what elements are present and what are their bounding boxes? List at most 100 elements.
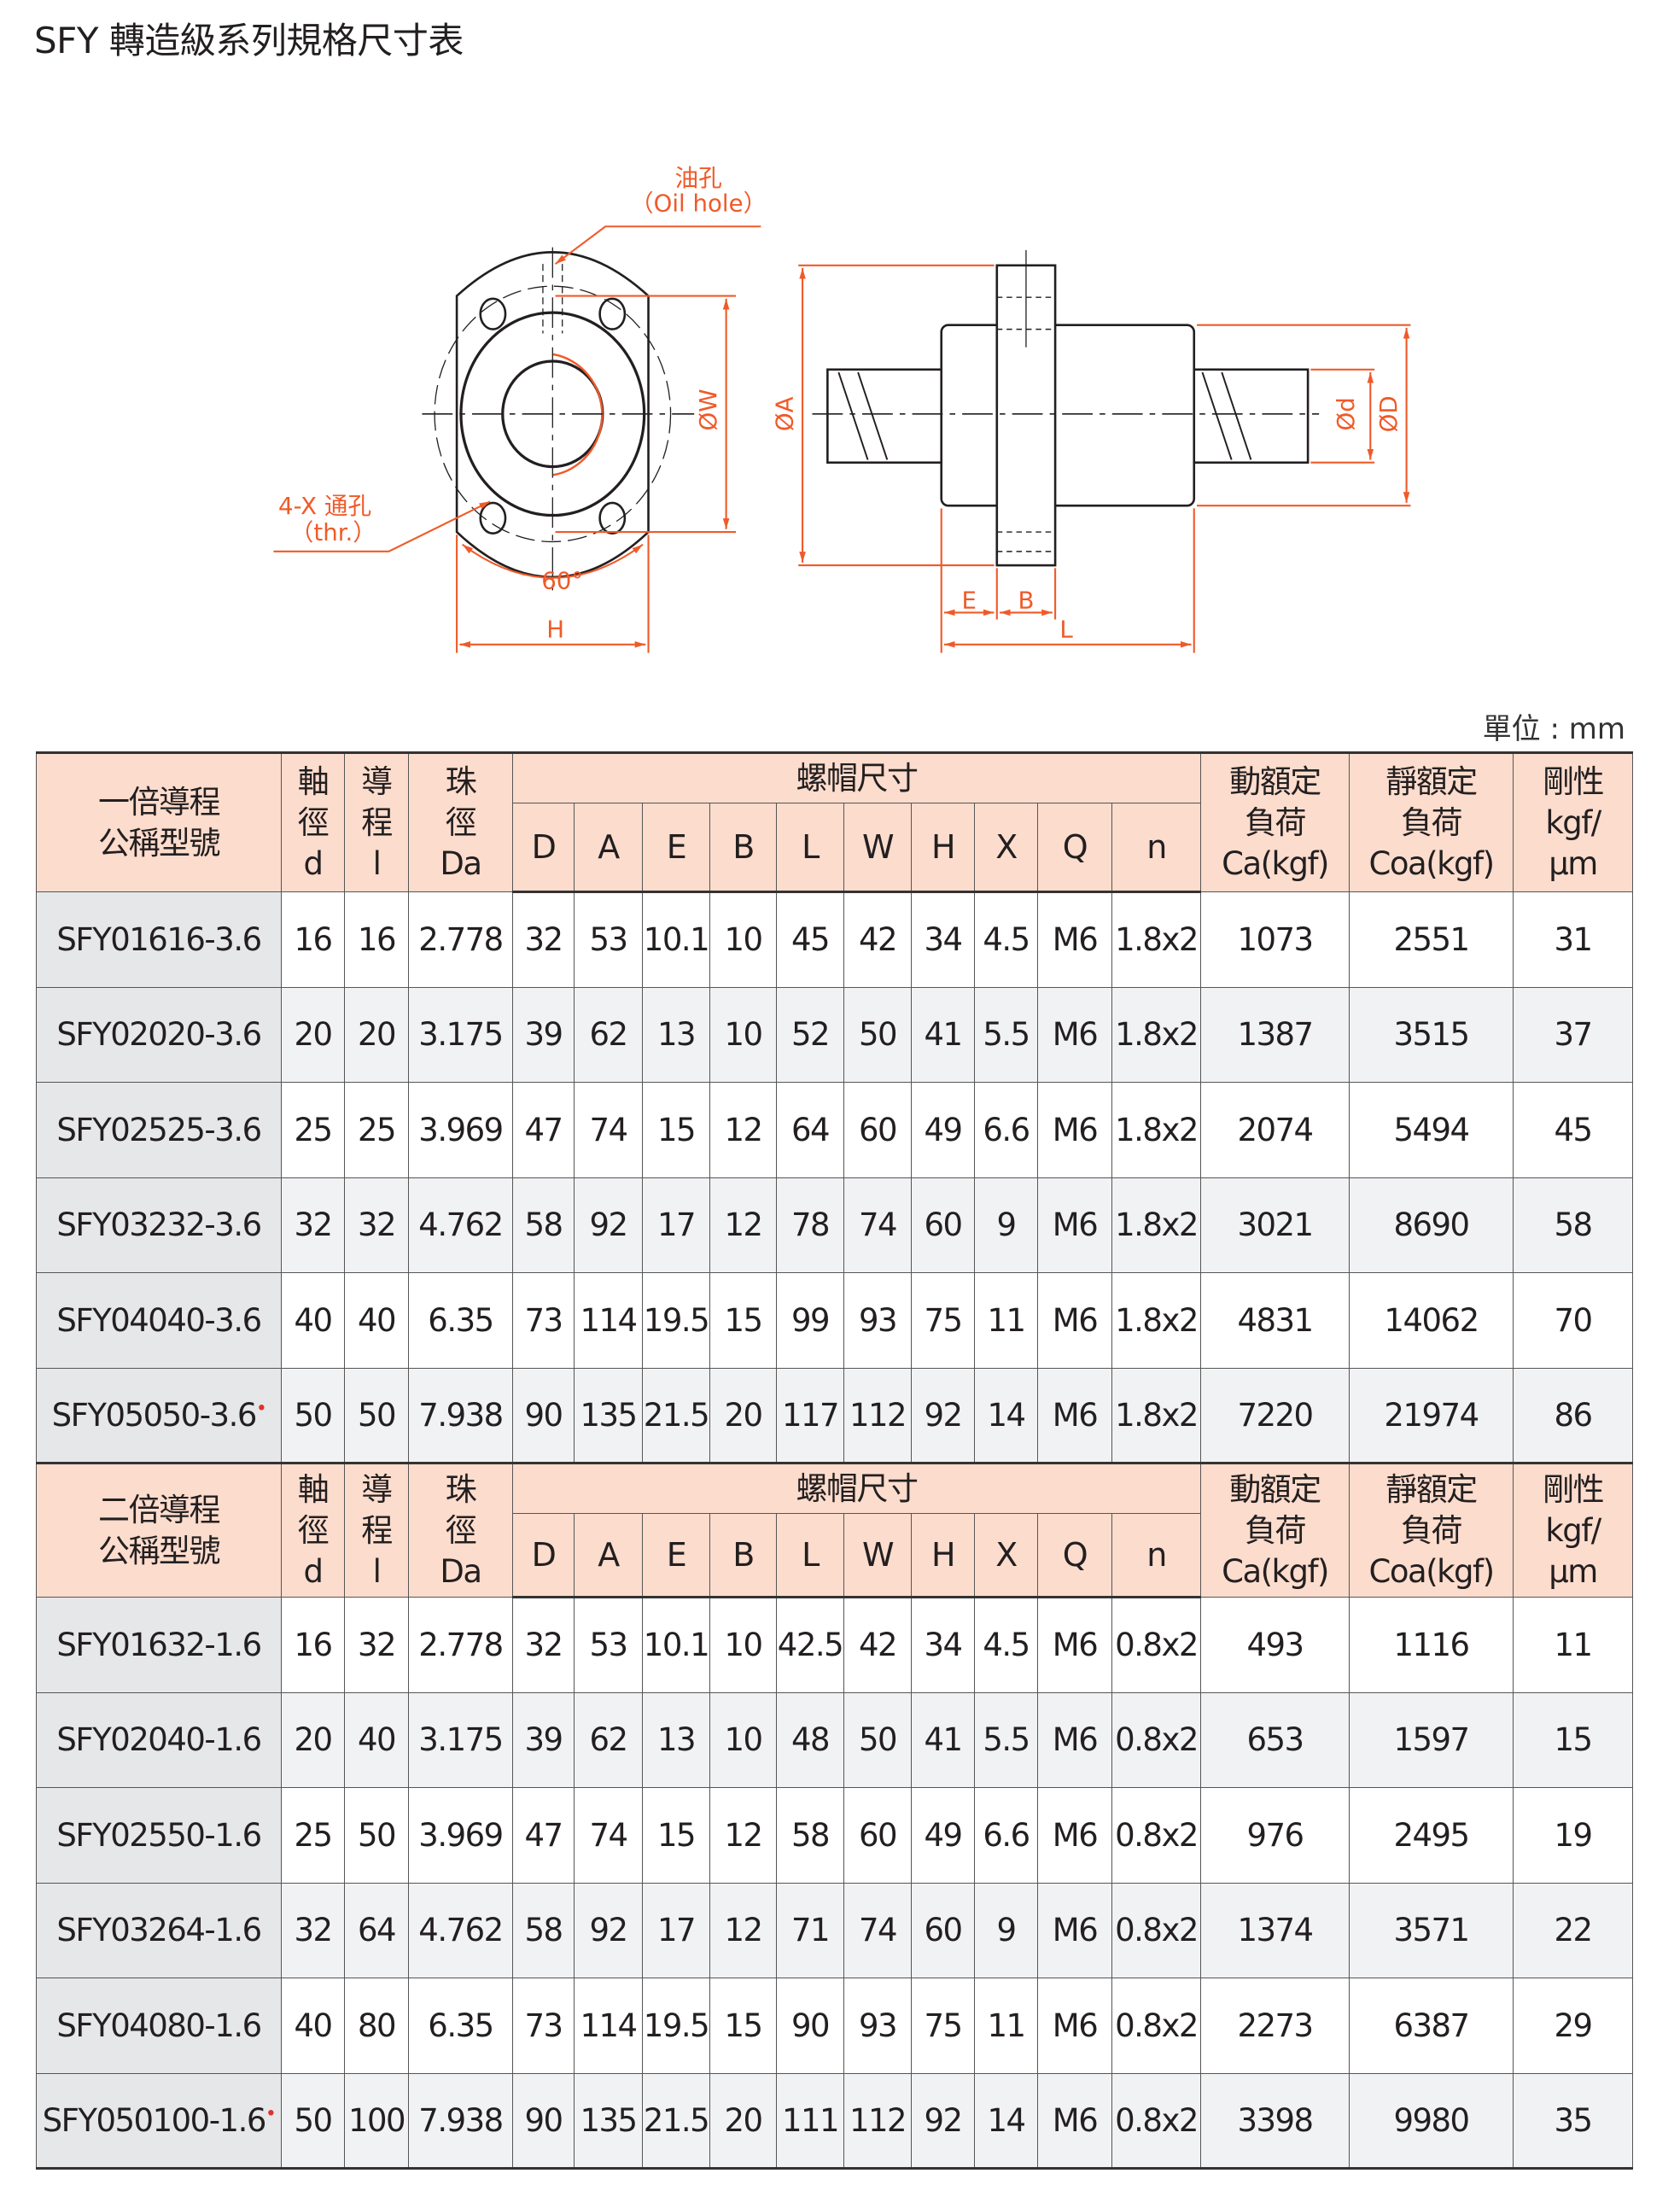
value-cell: 90: [512, 2072, 575, 2170]
value-cell: 10.1: [642, 891, 710, 988]
model-number: SFY02525-3.6: [56, 1111, 262, 1148]
value-cell: 21.5: [642, 1367, 710, 1463]
value-cell: 32: [281, 1177, 345, 1273]
nut-col-header: L: [776, 1513, 844, 1598]
dynamic-load-header-text-line: 動額定: [1229, 1470, 1321, 1508]
value-cell: 6.35: [408, 1272, 513, 1369]
value-cell: M6: [1037, 1787, 1112, 1884]
value-cell: 14062: [1349, 1272, 1514, 1369]
value-cell: M6: [1037, 1082, 1112, 1178]
value-cell: 86: [1513, 1367, 1634, 1463]
value-cell: 12: [709, 1882, 777, 1978]
ball-header-text-line: 珠: [445, 762, 477, 800]
value-cell: 58: [512, 1882, 575, 1978]
ball-header-text-line: 徑: [445, 803, 477, 841]
nut-col-header: X: [974, 1513, 1038, 1598]
dim-l-label: L: [1059, 616, 1073, 644]
shaft-header-text-line: 徑: [297, 803, 330, 841]
bolt-hole: [598, 501, 627, 535]
value-cell: 74: [574, 1082, 643, 1178]
value-cell: 9980: [1349, 2072, 1514, 2170]
nut-col-header: A: [574, 803, 643, 893]
model-number: SFY05050-3.6: [51, 1396, 258, 1434]
value-cell: 74: [843, 1882, 912, 1978]
value-cell: 21.5: [642, 2072, 710, 2170]
value-cell: 22: [1513, 1882, 1634, 1978]
nut-col-header: n: [1111, 1513, 1202, 1598]
nut-dimensions-header: 螺帽尺寸: [511, 751, 1202, 803]
lead-header-text-line: l: [372, 1552, 382, 1590]
value-cell: 11: [974, 1272, 1038, 1369]
value-cell: 10: [709, 986, 777, 1083]
value-cell: 93: [843, 1978, 912, 2074]
value-cell: 12: [709, 1787, 777, 1884]
value-cell: 17: [642, 1177, 710, 1273]
dim-h-label: H: [546, 616, 564, 644]
value-cell: 1.8x2: [1111, 986, 1202, 1083]
value-cell: 0.8x2: [1111, 1978, 1202, 2074]
value-cell: 6.35: [408, 1978, 513, 2074]
value-cell: 37: [1513, 986, 1634, 1083]
nut-col-header: Q: [1037, 1513, 1112, 1598]
static-load-header-text-line: 靜額定: [1385, 762, 1478, 800]
value-cell: 73: [512, 1978, 575, 2074]
value-cell: 48: [776, 1691, 844, 1788]
value-cell: M6: [1037, 1882, 1112, 1978]
static-load-header-text-line: 靜額定: [1385, 1470, 1478, 1508]
value-cell: 4.762: [408, 1177, 513, 1273]
value-cell: 75: [911, 1978, 975, 2074]
model-header-text: 二倍導程公稱型號: [38, 1490, 281, 1572]
value-cell: 1597: [1349, 1691, 1514, 1788]
lead-header-text-line: 程: [361, 803, 393, 841]
value-cell: 11: [974, 1978, 1038, 2074]
dynamic-load-header-text-line: Ca(kgf): [1222, 844, 1329, 882]
value-cell: 32: [512, 891, 575, 988]
value-cell: 5.5: [974, 1691, 1038, 1788]
value-cell: 25: [281, 1082, 345, 1178]
rigidity-header-text-line: kgf/: [1545, 1511, 1601, 1549]
value-cell: 20: [709, 2072, 777, 2170]
value-cell: 40: [344, 1691, 409, 1788]
value-cell: 31: [1513, 891, 1634, 988]
value-cell: 1387: [1200, 986, 1350, 1083]
value-cell: 6387: [1349, 1978, 1514, 2074]
side-view-dimensions: [798, 264, 1411, 653]
value-cell: 92: [911, 2072, 975, 2170]
front-view-dimensions: [273, 225, 761, 653]
dim-big-d-label: ØD: [1374, 395, 1403, 432]
value-cell: 3.175: [408, 1691, 513, 1788]
value-cell: 1073: [1200, 891, 1350, 988]
nut-col-header: D: [512, 803, 575, 893]
value-cell: 2551: [1349, 891, 1514, 988]
oil-hole-label-en: （Oil hole）: [630, 189, 767, 217]
nut-dimensions-header: 螺帽尺寸: [511, 1462, 1202, 1514]
value-cell: 62: [574, 1691, 643, 1788]
value-cell: 15: [1513, 1691, 1634, 1788]
model-number: SFY04080-1.6: [56, 2007, 262, 2044]
static-load-header-text-line: 負荷: [1401, 803, 1463, 841]
value-cell: 42: [843, 891, 912, 988]
value-cell: 92: [574, 1882, 643, 1978]
value-cell: 13: [642, 1691, 710, 1788]
dim-a-label: ØA: [771, 396, 799, 431]
nut-col-header: B: [709, 1513, 777, 1598]
shaft-header-text-line: d: [303, 844, 324, 882]
ball-header-text-line: Da: [440, 844, 482, 882]
model-cell: SFY04080-1.6: [36, 1978, 282, 2074]
value-cell: M6: [1037, 1978, 1112, 2074]
dim-b-label: B: [1018, 587, 1034, 615]
value-cell: 50: [344, 1367, 409, 1463]
nut-col-header: Q: [1037, 803, 1112, 893]
